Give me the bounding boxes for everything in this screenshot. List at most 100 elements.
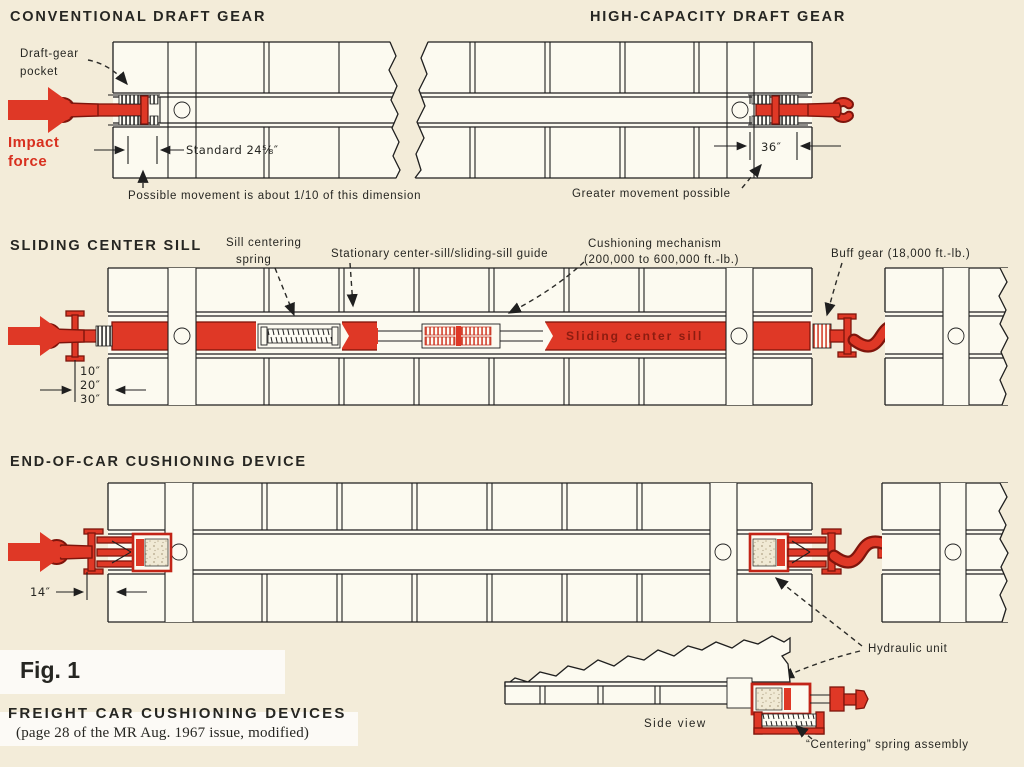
spring-cap <box>331 326 339 346</box>
bolster-pin-left <box>173 327 191 345</box>
section-conventional-draft-gear: CONVENTIONAL DRAFT GEAR HIGH-CAPACITY DR… <box>8 9 849 202</box>
torn-break <box>388 41 429 179</box>
cross-members <box>263 268 645 405</box>
draft-spring <box>118 115 141 126</box>
impact-arrow-icon <box>8 532 68 572</box>
hydraulic-unit <box>144 538 169 567</box>
draft-gear-follower <box>771 95 780 125</box>
leader-arrow <box>741 163 762 189</box>
paper-patch <box>0 712 358 746</box>
draft-spring <box>751 94 771 105</box>
piston-head <box>784 688 791 710</box>
end-of-car-unit-left <box>51 528 173 575</box>
bolster-pin <box>947 327 965 345</box>
greater-movement-note: Greater movement possible <box>572 188 731 200</box>
leader-arrow <box>346 262 358 308</box>
car-underframe-plan <box>112 41 813 179</box>
piston-head <box>777 539 785 566</box>
coupler-arm <box>96 560 135 568</box>
draft-spring <box>149 94 159 105</box>
cushion-element <box>460 336 492 346</box>
adjacent-car-plan <box>884 267 1024 406</box>
draft-gear-follower <box>140 95 149 125</box>
coupler-arm <box>96 536 135 544</box>
torn-car-side <box>504 635 791 688</box>
draft-spring <box>751 115 771 126</box>
piston <box>829 686 845 712</box>
coupler-shank <box>843 693 857 706</box>
cushioning-label: Cushioning mechanism <box>588 238 722 250</box>
torn-edge <box>998 267 1009 406</box>
figure-number: Fig. 1 <box>20 657 80 683</box>
section-sliding-center-sill: SLIDING CENTER SILL <box>8 237 1024 406</box>
draft-spring <box>779 94 799 105</box>
caption-source: (page 28 of the MR Aug. 1967 issue, modi… <box>16 725 309 741</box>
standard-dim-label: Standard 24⅝″ <box>186 143 279 157</box>
spring-bar <box>753 727 825 735</box>
draft-spring <box>149 115 159 126</box>
sliding-sill-coupler-left <box>43 310 113 362</box>
leader-arrow <box>780 650 861 679</box>
dim-30-label: 30″ <box>80 392 101 406</box>
impact-force-label: Impact <box>8 134 59 151</box>
paper-patch <box>0 650 285 694</box>
centering-spring <box>761 713 817 727</box>
leader-arrow <box>794 725 813 740</box>
draft-pocket-side <box>726 677 753 709</box>
bolster-columns <box>167 42 755 178</box>
high-capacity-draft-gear-assembly <box>748 94 849 126</box>
cushion-element <box>424 326 456 336</box>
leader-arrow <box>274 267 295 317</box>
leader-arrow <box>774 577 863 647</box>
section-end-of-car: END-OF-CAR CUSHIONING DEVICE <box>8 454 1024 679</box>
draft-spring <box>118 94 141 105</box>
draft-spring <box>95 325 113 347</box>
movement-note: Possible movement is about 1/10 of this … <box>128 190 421 202</box>
centering-spring-label: “Centering” spring assembly <box>806 739 969 751</box>
bolster-pin-right <box>731 101 749 119</box>
draft-gear-pocket-label: Draft-gear <box>20 48 79 60</box>
sill-centering-label: spring <box>236 254 272 266</box>
sliding-sill-title: SLIDING CENTER SILL <box>10 238 202 254</box>
hydraulic-unit-label: Hydraulic unit <box>868 643 948 655</box>
car-underframe-plan <box>107 482 813 623</box>
hydraulic-unit <box>752 538 777 567</box>
cross-members <box>263 42 700 178</box>
end-of-car-title: END-OF-CAR CUSHIONING DEVICE <box>10 454 307 470</box>
cross-members <box>539 686 661 704</box>
rod-tee <box>372 328 378 344</box>
piston-head <box>136 539 144 566</box>
coupler-knuckle-icon <box>855 689 869 710</box>
sill-notch <box>545 322 553 350</box>
spring-cap <box>260 326 268 346</box>
guide-label: Stationary center-sill/sliding-sill guid… <box>331 248 548 260</box>
leader-arrow <box>87 59 128 86</box>
impact-force-label: force <box>8 153 47 170</box>
caption-title: FREIGHT CAR CUSHIONING DEVICES <box>8 705 347 722</box>
coupler-arm <box>787 560 827 568</box>
side-view-label: Side view <box>644 718 707 730</box>
sill-centering-label: Sill centering <box>226 237 302 249</box>
cushion-element <box>424 336 456 346</box>
caption: Fig. 1 FREIGHT CAR CUSHIONING DEVICES (p… <box>0 650 358 746</box>
sill-centering-spring <box>267 328 333 344</box>
bolster-pin <box>944 543 962 561</box>
sill-notch <box>342 324 349 348</box>
dim-14-label: 14″ <box>30 585 51 599</box>
dimension-14: 14″ <box>30 572 147 600</box>
coupler-arm <box>787 536 827 544</box>
dimension-standard: Standard 24⅝″ Possible movement is about… <box>94 136 421 202</box>
dimension-36: 36″ Greater movement possible <box>572 132 841 200</box>
buff-gear-label: Buff gear (18,000 ft.-lb.) <box>831 248 970 260</box>
dim-20-label: 20″ <box>80 378 101 392</box>
adjacent-car-plan <box>881 482 1024 623</box>
high-capacity-title: HIGH-CAPACITY DRAFT GEAR <box>590 9 846 25</box>
hydraulic-unit-side <box>750 682 869 735</box>
sliding-sill-text: Sliding center sill <box>566 329 703 343</box>
draft-gear-pocket-label: pocket <box>20 66 58 78</box>
dimension-travel: 10″ 20″ 30″ <box>40 360 146 406</box>
bolster-pin-left <box>170 543 188 561</box>
dim-10-label: 10″ <box>80 364 101 378</box>
